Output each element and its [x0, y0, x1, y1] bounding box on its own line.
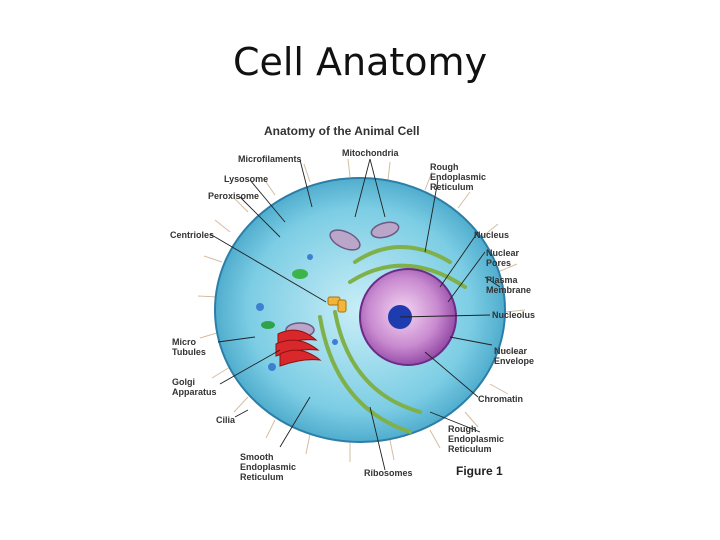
label-microtubules: Micro Tubules — [172, 337, 206, 357]
label-rough-er-top: Rough Endoplasmic Reticulum — [430, 162, 486, 192]
label-peroxisome: Peroxisome — [208, 191, 259, 201]
slide-title: Cell Anatomy — [0, 40, 720, 84]
figure-title: Anatomy of the Animal Cell — [264, 124, 420, 138]
peroxisome-shape — [292, 269, 308, 279]
label-rough-er-bottom: Rough Endoplasmic Reticulum — [448, 424, 504, 454]
label-nucleolus: Nucleolus — [492, 310, 535, 320]
label-golgi-apparatus: Golgi Apparatus — [172, 377, 217, 397]
label-smooth-er: Smooth Endoplasmic Reticulum — [240, 452, 296, 482]
label-lysosome: Lysosome — [224, 174, 268, 184]
figure-caption: Figure 1 — [456, 464, 503, 478]
label-plasma-membrane: Plasma Membrane — [486, 275, 531, 295]
label-cilia: Cilia — [216, 415, 235, 425]
label-chromatin: Chromatin — [478, 394, 523, 404]
label-nucleus: Nucleus — [474, 230, 509, 240]
label-centrioles: Centrioles — [170, 230, 214, 240]
lysosome-shape — [261, 321, 275, 329]
label-microfilaments: Microfilaments — [238, 154, 302, 164]
label-ribosomes: Ribosomes — [364, 468, 413, 478]
cell-diagram: Anatomy of the Animal Cell Microfilament… — [160, 112, 560, 492]
label-mitochondria: Mitochondria — [342, 148, 399, 158]
label-nuclear-envelope: Nuclear Envelope — [494, 346, 534, 366]
label-nuclear-pores: Nuclear Pores — [486, 248, 519, 268]
